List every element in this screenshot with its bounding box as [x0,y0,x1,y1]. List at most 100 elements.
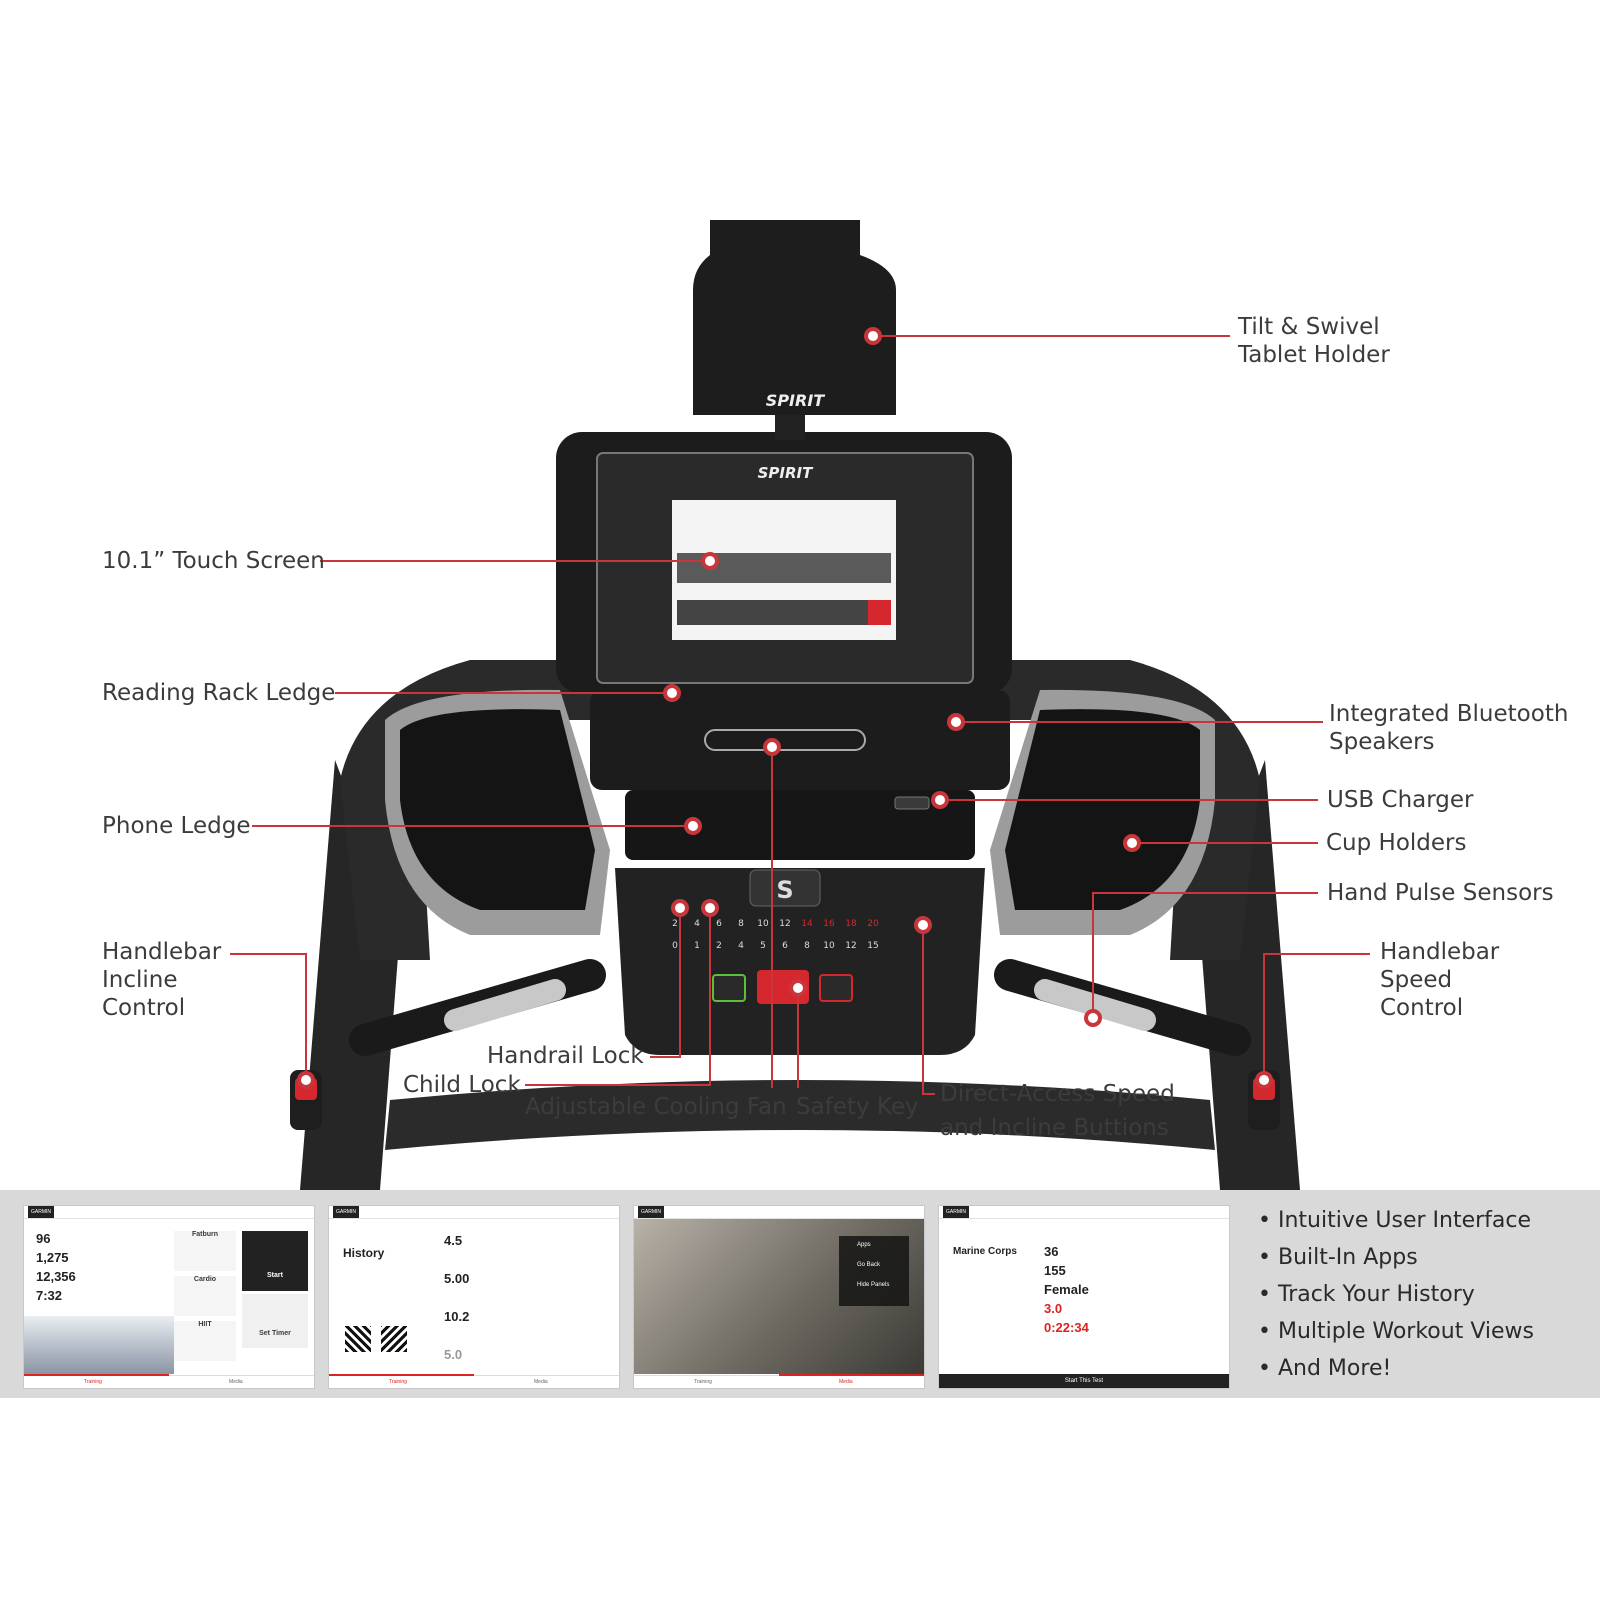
thumb3-menu-item: Go Back [857,1262,881,1268]
thumb4-value: 0:22:34 [1044,1320,1089,1335]
console-badge [749,869,821,907]
thumb2-value: 10.2 [444,1309,470,1324]
console-number-button: 12 [845,941,856,951]
dot-direct-access [914,916,932,934]
dot-speakers [947,713,965,731]
console-number-button: 16 [823,919,835,929]
console-number-button: 5 [760,941,766,951]
dot-hand-pulse [1084,1009,1102,1027]
label-speed-control: Handlebar Speed Control [1380,939,1500,1021]
thumb3-menu-item: Hide Panels [857,1282,890,1288]
thumb1-stat: 96 [36,1231,51,1246]
feature-item: Intuitive User Interface [1258,1202,1534,1239]
feature-list: Intuitive User Interface Built-In Apps T… [1258,1202,1534,1387]
label-reading-rack: Reading Rack Ledge [102,680,336,706]
dot-tablet [864,327,882,345]
left-grip [349,959,606,1056]
thumb2-value: 5.0 [444,1347,463,1362]
label-child-lock: Child Lock [403,1072,521,1098]
thumb1-tile: Cardio [174,1276,236,1316]
display-logo: SPIRIT [758,464,815,482]
dot-screen [701,552,719,570]
thumb2-qr-code [345,1326,371,1352]
thumb1-tab-media: Media [229,1379,243,1385]
dot-safety-key [789,979,807,997]
left-cup-holder [400,709,595,910]
thumb3-menu-item: Apps [857,1242,871,1248]
label-hand-pulse: Hand Pulse Sensors [1327,880,1554,906]
dot-speaker-grille [763,738,781,756]
thumb4-value: 3.0 [1044,1301,1063,1316]
usb-port [894,796,930,810]
thumb-status-bar: GARMIN [329,1206,619,1219]
thumb2-tab-training: Training [389,1379,407,1385]
thumb1-tab-training: Training [84,1379,102,1385]
console-number-button: 0 [672,941,678,951]
thumb1-stat: 12,356 [36,1269,76,1284]
thumb2-tab-media: Media [534,1379,548,1385]
crossbar [385,1080,1215,1150]
thumb1-runner-image [24,1316,174,1374]
label-cooling-fan: Adjustable Cooling Fan [525,1094,787,1120]
thumb3-tab-training: Training [694,1379,712,1385]
console-number-button: 10 [823,941,835,951]
console-number-button: 10 [757,919,769,929]
dot-reading-rack [663,684,681,702]
console-number-button: 8 [804,941,810,951]
label-direct-access: Direct-Access Speed and Incline Buttions [940,1081,1175,1141]
thumb4-value: 36 [1044,1244,1059,1259]
label-handrail-lock: Handrail Lock [487,1043,644,1069]
thumb2-title: History [343,1246,385,1260]
thumb2-value: 5.00 [444,1271,470,1286]
thumb3-menu: Apps Go Back Hide Panels [839,1236,909,1306]
label-touch-screen: 10.1” Touch Screen [102,548,325,574]
speaker-grille [704,729,866,751]
thumb2-qr-code [381,1326,407,1352]
right-grip [994,959,1251,1056]
thumb1-tile: Fatburn [174,1231,236,1271]
speaker-bar [590,690,1010,790]
feature-item: And More! [1258,1350,1534,1387]
console-number-button: 18 [845,919,857,929]
label-cup-holders: Cup Holders [1326,830,1467,856]
leader-lines [230,335,1370,1095]
screen-thumb-training: GARMIN 96 1,275 12,356 7:32 Fatburn Card… [23,1205,315,1389]
thumb-bottom-tabs: Training Media [634,1374,924,1388]
dot-speed-toggle [1255,1071,1273,1089]
label-phone-ledge: Phone Ledge [102,813,251,839]
label-usb-charger: USB Charger [1327,787,1474,813]
start-button [712,974,746,1002]
tablet-holder-logo: SPIRIT [766,391,825,410]
thumb1-timer-button: Set Timer [242,1294,308,1348]
thumb4-value: Female [1044,1282,1089,1297]
feature-item: Multiple Workout Views [1258,1313,1534,1350]
thumb-status-bar: GARMIN [634,1206,924,1219]
label-incline-control: Handlebar Incline Control [102,939,222,1021]
dot-cup-holders [1123,834,1141,852]
console-number-button: 20 [867,919,879,929]
screen-red-tile [868,600,891,625]
console-badge-s: S [776,876,793,904]
callout-dots [297,327,1273,1089]
console-number-button: 1 [694,941,700,951]
screen-thumb-fitness-test: GARMIN Marine Corps 36 155 Female 3.0 0:… [938,1205,1230,1389]
thumb3-tab-media: Media [839,1379,853,1385]
screen-bottom-row [677,600,891,625]
thumb-status-bar: GARMIN [939,1206,1229,1219]
screen-thumb-history: GARMIN History 4.5 5.00 10.2 5.0 Trainin… [328,1205,620,1389]
console-number-button: 6 [782,941,788,951]
stop-button [819,974,853,1002]
feature-item: Track Your History [1258,1276,1534,1313]
tablet-holder [693,220,896,415]
thumb1-start-button: Start [242,1231,308,1291]
thumb-bottom-tabs: Training Media [329,1374,619,1388]
dot-usb [931,791,949,809]
right-cup-holder [1005,709,1200,910]
screen-thumb-media: GARMIN Apps Go Back Hide Panels Training… [633,1205,925,1389]
feature-item: Built-In Apps [1258,1239,1534,1276]
phone-ledge-tray [625,790,975,860]
console-number-button: 4 [738,941,744,951]
